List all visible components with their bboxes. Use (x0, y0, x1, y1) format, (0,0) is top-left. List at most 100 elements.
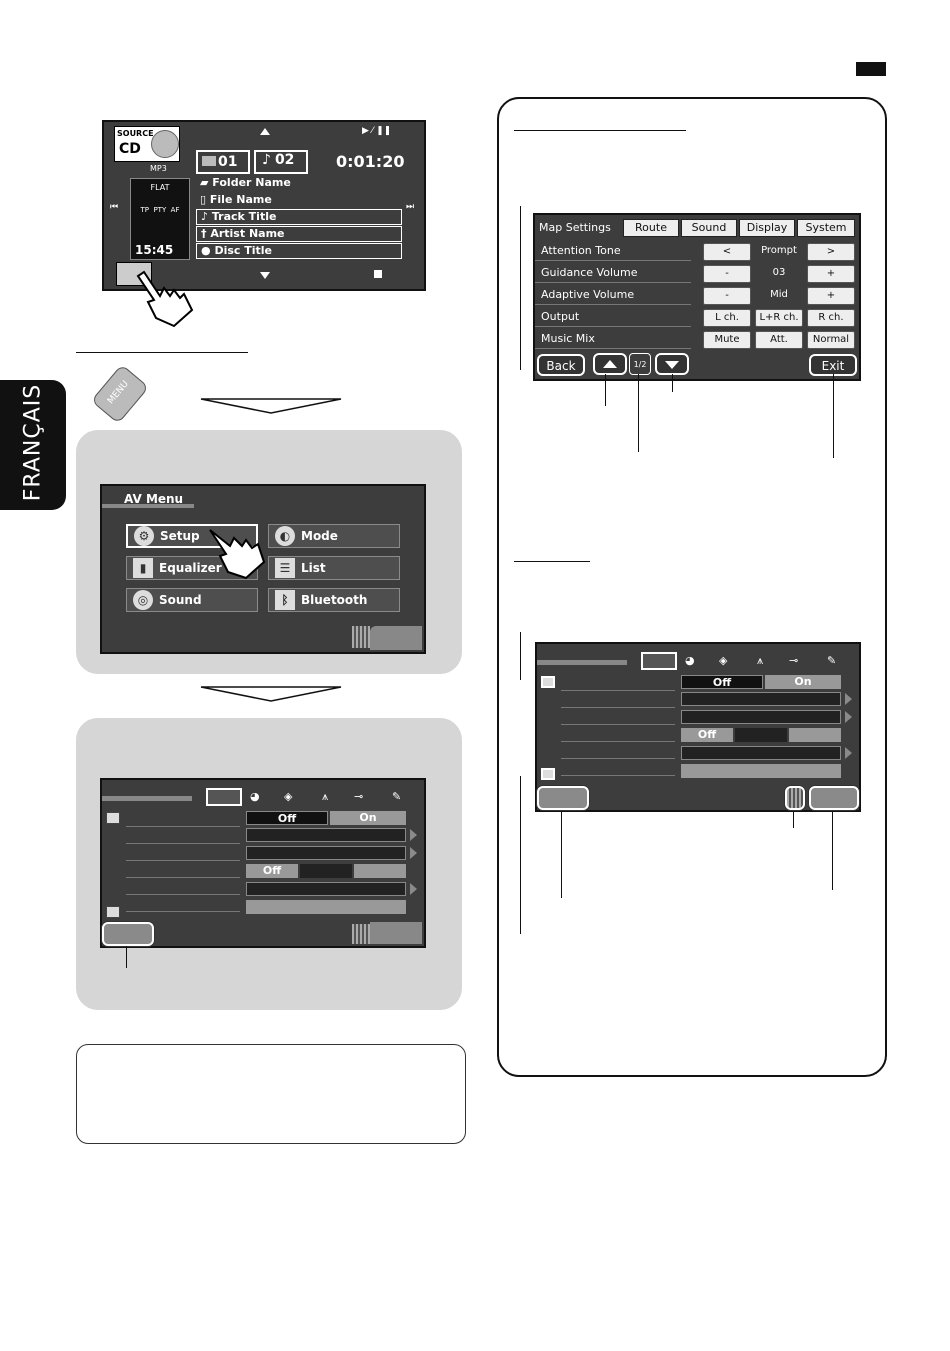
map-settings-screen: Map Settings Route Sound Display System … (533, 213, 861, 381)
scroll-indicator (352, 924, 370, 944)
output-lrch-button[interactable]: L+R ch. (755, 309, 803, 327)
sound-button[interactable]: ◎Sound (126, 588, 258, 612)
source-badge[interactable]: SOURCE CD (114, 126, 180, 162)
toggle-on[interactable]: On (330, 811, 406, 825)
toggle2-right[interactable] (789, 728, 841, 742)
setting-field-3[interactable] (246, 882, 406, 896)
input-tab-icon[interactable]: ⊸ (354, 790, 364, 803)
list-button[interactable]: ☰List (268, 556, 400, 580)
back-button-blank[interactable] (102, 922, 154, 946)
toggle-off[interactable]: Off (681, 675, 763, 689)
attention-tone-next-button[interactable]: > (807, 243, 855, 261)
setting-field-2[interactable] (681, 710, 841, 724)
wrench-tab-icon[interactable]: ✎ (827, 654, 837, 667)
exit-button[interactable]: Exit (809, 354, 857, 376)
guidance-volume-plus-button[interactable]: + (807, 265, 855, 283)
exit-button-blank[interactable] (809, 786, 859, 810)
clock-tab-icon[interactable]: ◕ (250, 790, 260, 803)
adaptive-volume-minus-button[interactable]: - (703, 287, 751, 305)
toggle2-right[interactable] (354, 864, 406, 878)
setting-field-4[interactable] (681, 764, 841, 778)
guidance-volume-minus-button[interactable]: - (703, 265, 751, 283)
down-arrow-icon[interactable] (260, 272, 270, 279)
track-title: ♪ Track Title (196, 209, 402, 225)
music-mix-att-button[interactable]: Att. (755, 331, 803, 349)
exit-button-blank[interactable] (370, 922, 422, 944)
display-tab[interactable]: Display (739, 219, 795, 237)
callout-line (520, 206, 521, 370)
av-menu-title: AV Menu (124, 492, 184, 506)
setting-field-4[interactable] (246, 900, 406, 914)
arrow-right-icon[interactable] (845, 747, 852, 759)
music-mix-mute-button[interactable]: Mute (703, 331, 751, 349)
disc-tab-icon[interactable]: ◈ (719, 654, 728, 667)
callout-line (793, 812, 794, 828)
setting-row-lines (561, 674, 675, 780)
arrow-right-icon[interactable] (410, 829, 417, 841)
toggle-on[interactable]: On (765, 675, 841, 689)
format-label: MP3 (150, 164, 167, 173)
toggle-off[interactable]: Off (246, 811, 328, 825)
toggle2-middle[interactable] (735, 728, 787, 742)
section-rule-right-2 (514, 561, 590, 562)
wrench-tab-icon[interactable]: ✎ (392, 790, 402, 803)
callout-line (605, 374, 606, 406)
scroll-down-button[interactable] (106, 906, 120, 918)
artist-name: † Artist Name (196, 226, 402, 242)
page-corner-marker (856, 62, 886, 76)
route-tab[interactable]: Route (623, 219, 679, 237)
next-track-icon[interactable]: ⏭ (406, 202, 415, 212)
output-rch-button[interactable]: R ch. (807, 309, 855, 327)
antenna-tab-icon[interactable]: ⩚ (322, 790, 329, 803)
clock-tab-icon[interactable]: ◕ (685, 654, 695, 667)
arrow-right-icon[interactable] (410, 883, 417, 895)
display-tab-icon[interactable] (206, 788, 242, 806)
disc-icon (151, 130, 179, 158)
scroll-up-button[interactable] (541, 676, 555, 688)
adaptive-volume-plus-button[interactable]: + (807, 287, 855, 305)
folder-name: ▰ Folder Name (200, 176, 291, 189)
scroll-indicator (785, 786, 805, 810)
antenna-tab-icon[interactable]: ⩚ (757, 654, 764, 667)
setting-field-3[interactable] (681, 746, 841, 760)
exit-button-blank[interactable] (370, 626, 422, 650)
folder-icon (202, 156, 216, 166)
music-note-icon: ♪ (262, 152, 271, 168)
setting-field-1[interactable] (246, 828, 406, 842)
disc-tab-icon[interactable]: ◈ (284, 790, 293, 803)
toggle2-off[interactable]: Off (681, 728, 733, 742)
menu-button[interactable]: MENU (90, 364, 150, 424)
toggle2-off[interactable]: Off (246, 864, 298, 878)
up-arrow-icon[interactable] (260, 128, 270, 135)
sound-tab[interactable]: Sound (681, 219, 737, 237)
page-up-button[interactable] (593, 353, 627, 375)
stop-icon[interactable] (374, 270, 382, 278)
map-settings-tab[interactable]: Map Settings (539, 221, 611, 234)
attention-tone-prev-button[interactable]: < (703, 243, 751, 261)
system-tab[interactable]: System (797, 219, 855, 237)
back-button-blank[interactable] (537, 786, 589, 810)
arrow-right-icon[interactable] (410, 847, 417, 859)
toggle2-middle[interactable] (300, 864, 352, 878)
elapsed-time: 0:01:20 (336, 152, 405, 171)
output-lch-button[interactable]: L ch. (703, 309, 751, 327)
scroll-down-button[interactable] (541, 768, 555, 780)
up-triangle-icon (603, 360, 617, 368)
play-pause-icon[interactable]: ▶ ⁄ ❚❚ (362, 126, 392, 136)
input-tab-icon[interactable]: ⊸ (789, 654, 799, 667)
page-down-button[interactable] (655, 353, 689, 375)
back-button[interactable]: Back (537, 354, 585, 376)
arrow-right-icon[interactable] (845, 693, 852, 705)
music-mix-normal-button[interactable]: Normal (807, 331, 855, 349)
setting-field-1[interactable] (681, 692, 841, 706)
bluetooth-icon: ᛒ (275, 590, 295, 610)
mode-button[interactable]: ◐Mode (268, 524, 400, 548)
adaptive-volume-value: Mid (770, 289, 788, 300)
prev-track-icon[interactable]: ⏮ (110, 202, 119, 212)
arrow-right-icon[interactable] (845, 711, 852, 723)
setting-field-2[interactable] (246, 846, 406, 860)
scroll-indicator (352, 626, 370, 648)
display-tab-icon[interactable] (641, 652, 677, 670)
scroll-up-button[interactable] (106, 812, 120, 824)
